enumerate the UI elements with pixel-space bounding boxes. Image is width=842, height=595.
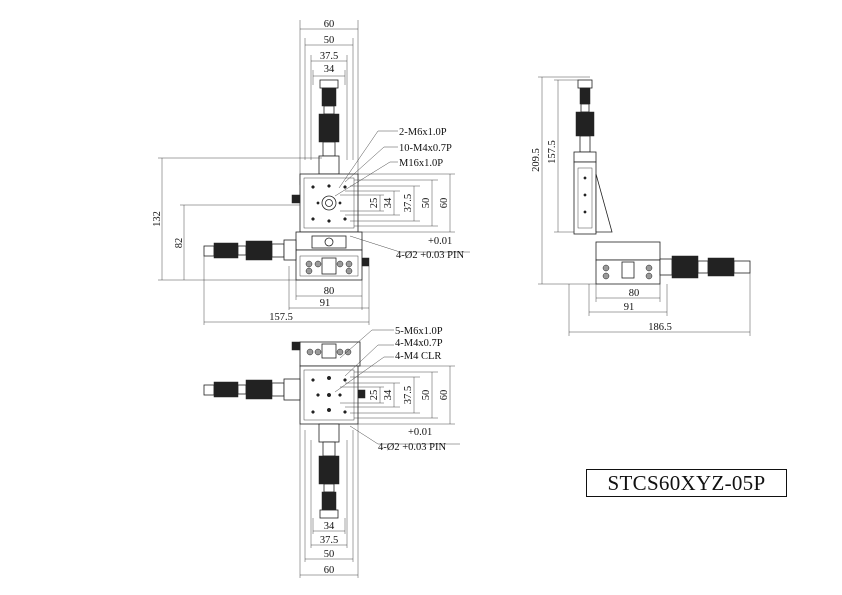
dim-side-209-5: 209.5 [531,148,542,172]
callout-top-3: M16x1.0P [399,158,443,169]
dim-side-bottom-80: 80 [629,288,640,299]
micrometer-z-icon [573,79,597,163]
micrometer-y-icon [318,79,340,175]
dim-top-37-5: 37.5 [320,51,338,62]
dim-top-60: 60 [324,19,335,30]
dim-top-right-37-5: 37.5 [403,194,414,212]
dim-bottom-right-25: 25 [369,390,380,401]
dim-side-157-5: 157.5 [547,140,558,164]
bottom-view: 5-M6x1.0P 4-M4x0.7P 4-M4 CLR +0.01 4-Ø2 … [203,326,460,578]
micrometer-x-icon [203,239,297,261]
callout-bottom-2: 4-M4x0.7P [395,338,443,349]
dim-top-right-60: 60 [439,198,450,209]
dim-top-bottom-157-5: 157.5 [269,312,293,323]
dim-top-right-34: 34 [383,197,394,208]
dim-top-right-50: 50 [421,198,432,209]
side-view: 209.5 157.5 80 91 186.5 [531,76,751,336]
micrometer-side-x-icon [659,255,751,279]
dim-bottom-50: 50 [324,549,335,560]
callout-bottom-3: 4-M4 CLR [395,351,441,362]
callout-top-1: 2-M6x1.0P [399,127,447,138]
dim-bottom-34: 34 [324,521,335,532]
tolerance-bottom: +0.01 [408,427,432,438]
dim-bottom-right-34: 34 [383,389,394,400]
dim-top-left-132: 132 [152,211,163,227]
tolerance-top: +0.01 [428,236,452,247]
pin-note-top: 4-Ø2 +0.03 PIN [396,250,464,261]
dim-side-bottom-91: 91 [624,302,635,313]
micrometer-bottom-y-icon [318,423,340,519]
callout-top-2: 10-M4x0.7P [399,143,452,154]
dim-side-bottom-186-5: 186.5 [648,322,672,333]
model-title: STCS60XYZ-05P [586,469,787,497]
top-view: 60 50 37.5 34 [152,19,470,325]
micrometer-bottom-x-icon [203,378,301,401]
dim-top-left-82: 82 [174,238,185,249]
dim-bottom-right-50: 50 [421,390,432,401]
dim-bottom-37-5: 37.5 [320,535,338,546]
dim-bottom-right-37-5: 37.5 [403,386,414,404]
dim-bottom-60: 60 [324,565,335,576]
dim-top-34: 34 [324,64,335,75]
dim-bottom-right-60: 60 [439,390,450,401]
pin-note-bottom: 4-Ø2 +0.03 PIN [378,442,446,453]
dim-top-right-25: 25 [369,198,380,209]
dim-top-bottom-80: 80 [324,286,335,297]
dim-top-50: 50 [324,35,335,46]
callout-bottom-1: 5-M6x1.0P [395,326,443,337]
dim-top-bottom-91: 91 [320,298,331,309]
